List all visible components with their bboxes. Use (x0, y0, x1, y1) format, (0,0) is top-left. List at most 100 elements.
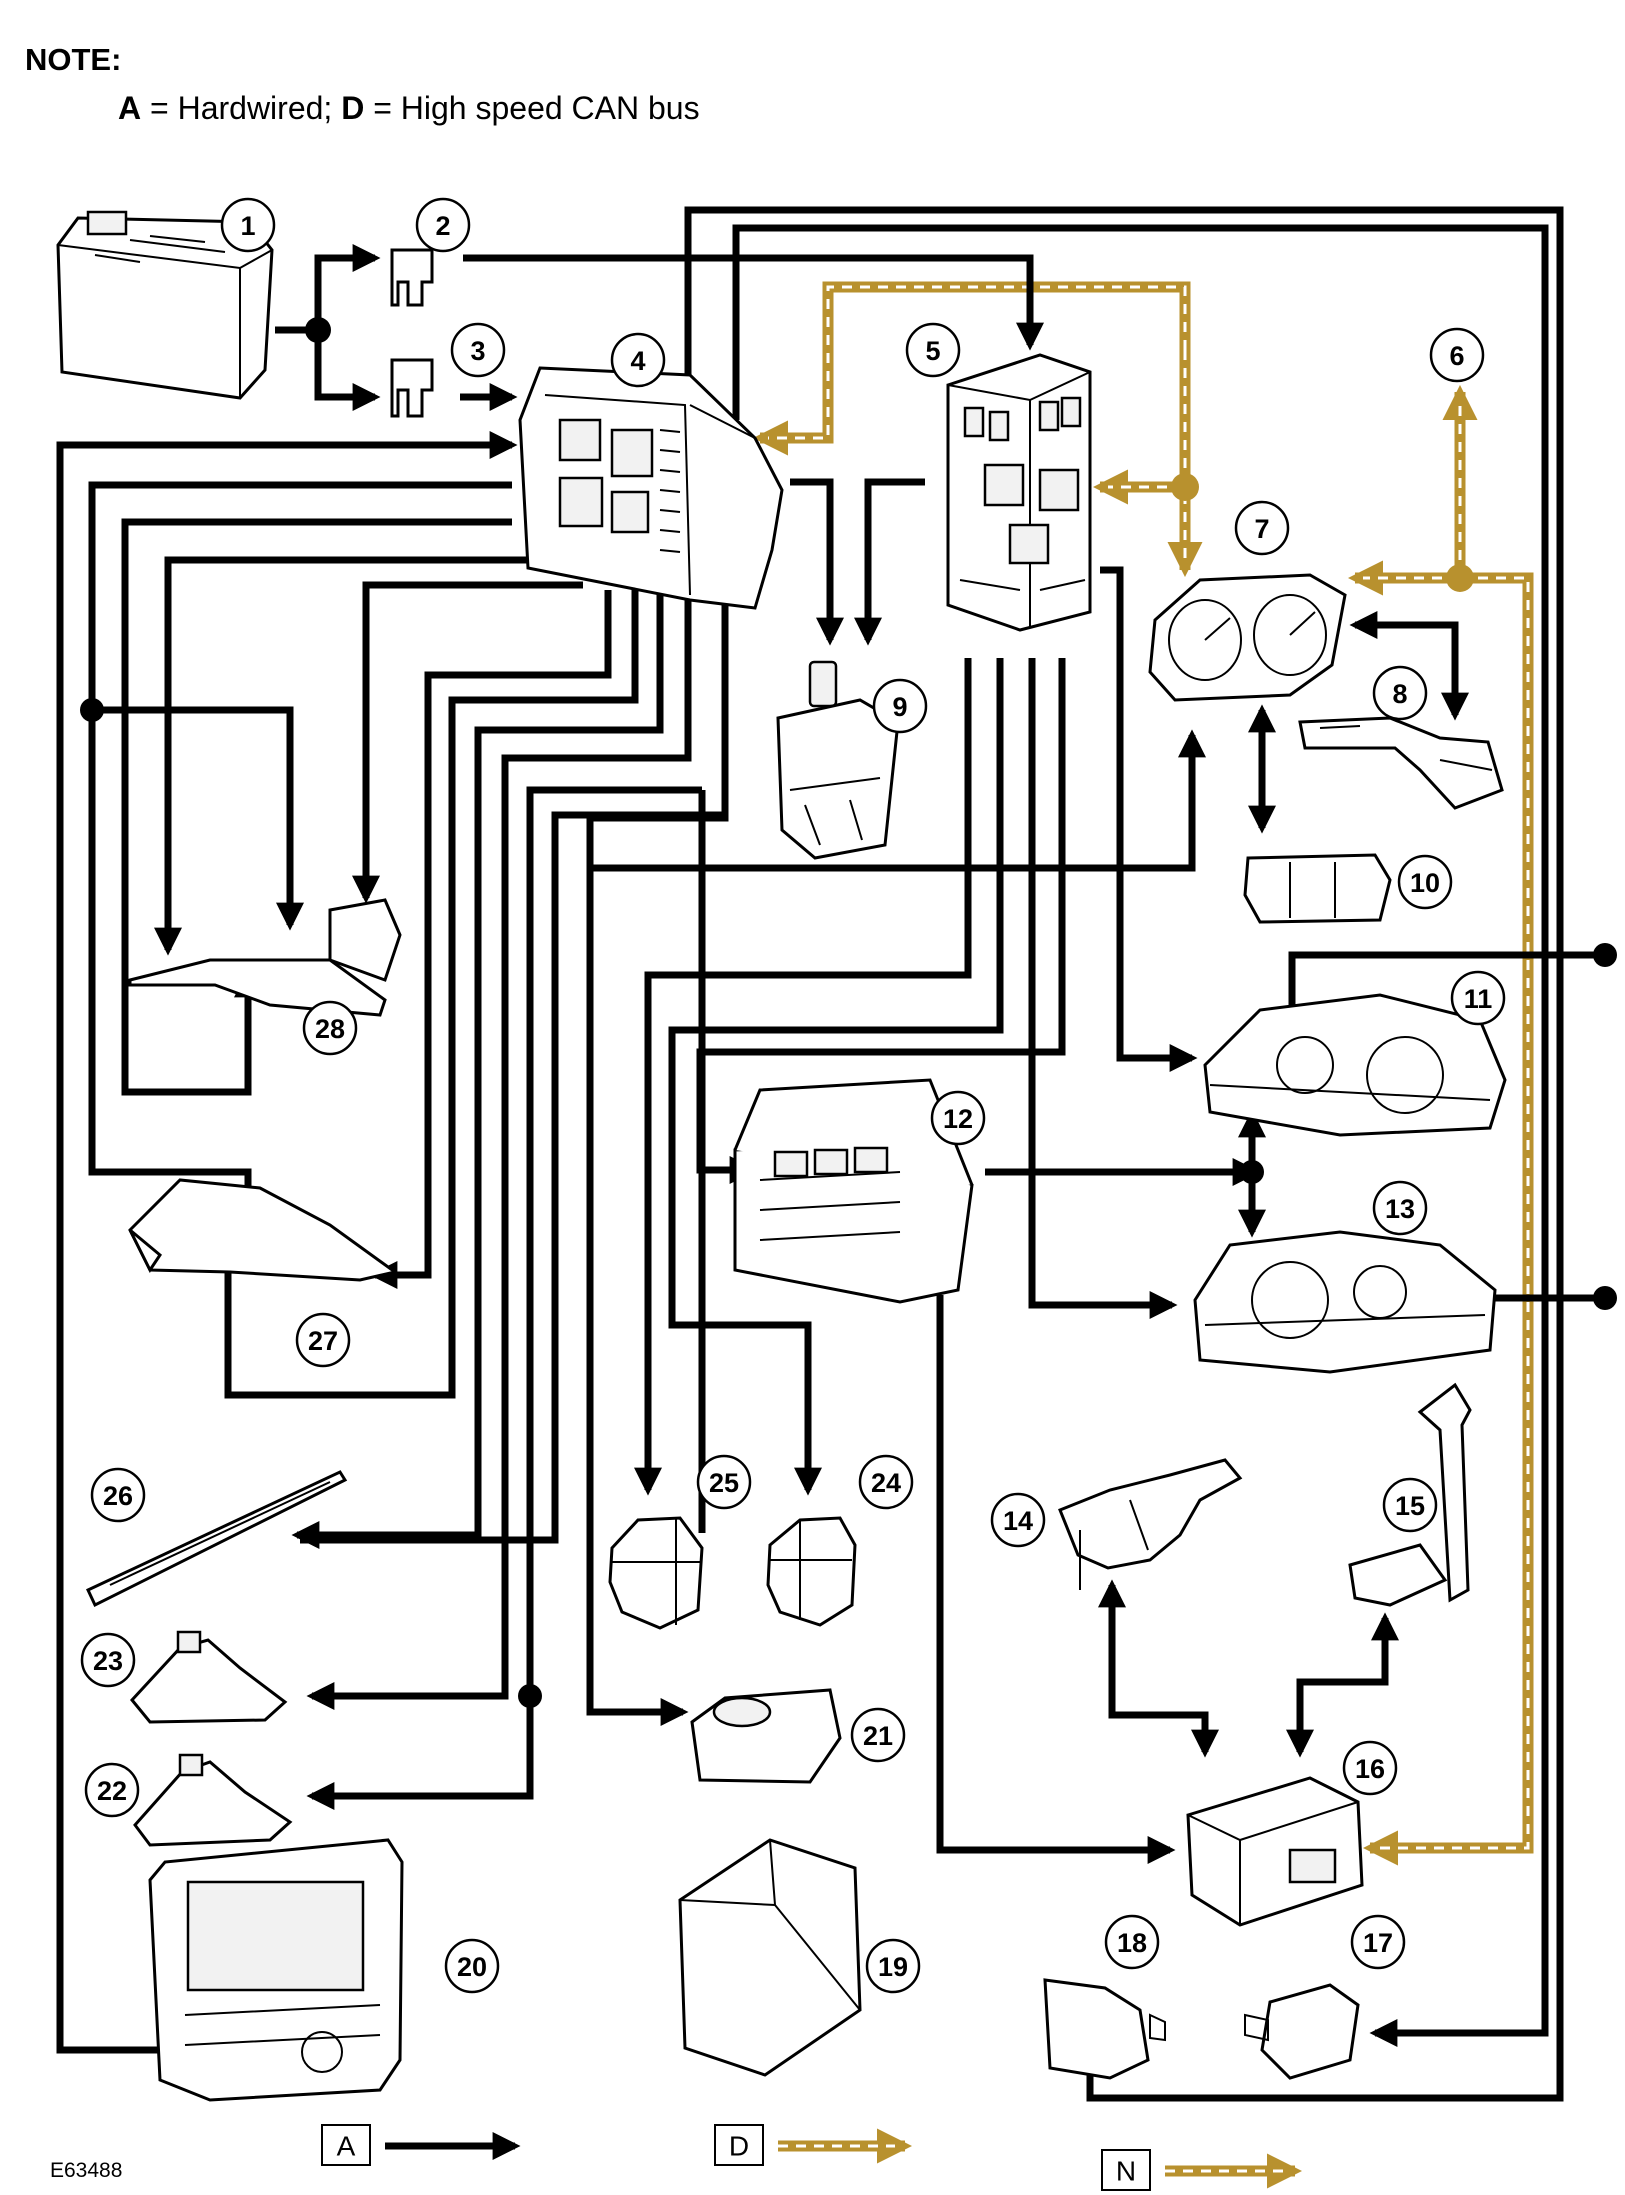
callout-26: 26 (90, 1467, 146, 1523)
callout-16: 16 (1342, 1740, 1398, 1796)
can-bus-lines (752, 281, 1534, 1866)
hardwired-lines (56, 206, 1617, 2102)
callout-10: 10 (1397, 854, 1453, 910)
callout-circle (990, 1492, 1046, 1548)
callout-25: 25 (696, 1454, 752, 1510)
callout-1: 1 (220, 197, 276, 253)
callout-19: 19 (865, 1938, 921, 1994)
legend: A D N (321, 2124, 1303, 2191)
callout-22: 22 (84, 1762, 140, 1818)
callout-14: 14 (990, 1492, 1046, 1548)
tail-lamp-icon (128, 1178, 399, 1282)
high-mounted-stop-lamp-icon (86, 1470, 348, 1608)
headlamp-switch-icon (1244, 1983, 1360, 2080)
callout-number: 9 (892, 692, 907, 722)
headlamp-icon (1203, 993, 1507, 1137)
callout-2: 2 (415, 197, 471, 253)
note-text-a: = Hardwired; (141, 90, 342, 126)
tail-lamp-icon (128, 898, 402, 1017)
callout-6: 6 (1429, 327, 1485, 383)
figure-id: E63488 (50, 2159, 122, 2182)
headlamp-switch-icon (1043, 1978, 1166, 2080)
fog-lamp-icon (608, 1516, 704, 1630)
callout-number: 26 (103, 1481, 133, 1511)
callout-number: 7 (1254, 514, 1269, 544)
battery-icon (56, 210, 274, 400)
central-junction-box-icon (518, 366, 784, 610)
callout-number: 23 (93, 1646, 123, 1676)
callout-circle (930, 1090, 986, 1146)
note-line: A = Hardwired; D = High speed CAN bus (118, 90, 700, 127)
callout-circle (220, 197, 276, 253)
callout-number: 22 (97, 1776, 127, 1806)
callout-number: 28 (315, 1014, 345, 1044)
callout-7: 7 (1234, 500, 1290, 556)
callout-number: 11 (1464, 984, 1493, 1014)
callout-number: 13 (1385, 1194, 1415, 1224)
callout-circle (1342, 1740, 1398, 1796)
callout-number: 16 (1355, 1754, 1385, 1784)
callout-27: 27 (295, 1312, 351, 1368)
callout-number: 14 (1003, 1506, 1033, 1536)
callout-3: 3 (450, 322, 506, 378)
callout-number: 2 (435, 211, 450, 241)
engine-junction-box-icon (946, 353, 1092, 632)
callout-23: 23 (80, 1632, 136, 1688)
lamp-icon (133, 1753, 293, 1847)
level-sensor-icon (1058, 1458, 1243, 1590)
callout-number: 5 (925, 336, 940, 366)
callout-circle (905, 322, 961, 378)
callout-circle (84, 1762, 140, 1818)
callout-number: 18 (1117, 1928, 1147, 1958)
callout-circle (415, 197, 471, 253)
callout-number: 3 (470, 336, 485, 366)
headlamp-icon (1193, 1230, 1497, 1374)
callout-circle (1397, 854, 1453, 910)
callout-circle (1382, 1477, 1438, 1533)
control-module-icon (678, 1838, 862, 2077)
note-key-d: D (341, 90, 365, 126)
callout-circle (295, 1312, 351, 1368)
callout-circle (1104, 1914, 1160, 1970)
callout-circle (1429, 327, 1485, 383)
auxiliary-fuse-box-icon (733, 1078, 974, 1304)
note-key-a: A (118, 90, 142, 126)
fog-lamp-icon (766, 1516, 857, 1627)
callout-circle (1372, 1180, 1428, 1236)
callout-circle (850, 1707, 906, 1763)
callout-number: 27 (308, 1326, 338, 1356)
headlamp-levelling-module-icon (1186, 1776, 1364, 1927)
callout-circle (610, 332, 666, 388)
legend-can-high-key: D (729, 2131, 749, 2162)
callout-24: 24 (858, 1454, 914, 1510)
callout-circle (865, 1938, 921, 1994)
callout-number: 21 (863, 1721, 893, 1751)
callout-circle (90, 1467, 146, 1523)
callout-13: 13 (1372, 1180, 1428, 1236)
callout-circle (1450, 970, 1506, 1026)
callout-circle (302, 1000, 358, 1056)
callout-circle (858, 1454, 914, 1510)
callout-circle (1372, 665, 1428, 721)
instrument-cluster-icon (1148, 573, 1347, 702)
note-text-d: = High speed CAN bus (364, 90, 700, 126)
relay-module-icon (690, 1688, 842, 1784)
callout-circle (450, 322, 506, 378)
display-unit-icon (148, 1838, 404, 2102)
callout-5: 5 (905, 322, 961, 378)
callout-number: 15 (1395, 1491, 1425, 1521)
callout-17: 17 (1350, 1914, 1406, 1970)
callout-number: 20 (457, 1952, 487, 1982)
lamp-icon (130, 1630, 288, 1724)
ignition-switch-icon (776, 660, 900, 860)
callout-number: 17 (1363, 1928, 1393, 1958)
callout-21: 21 (850, 1707, 906, 1763)
callout-number: 1 (240, 211, 255, 241)
level-sensor-icon (1348, 1382, 1472, 1607)
callout-number: 12 (943, 1104, 973, 1134)
callout-circle (80, 1632, 136, 1688)
callout-number: 8 (1392, 679, 1407, 709)
callout-circle (696, 1454, 752, 1510)
